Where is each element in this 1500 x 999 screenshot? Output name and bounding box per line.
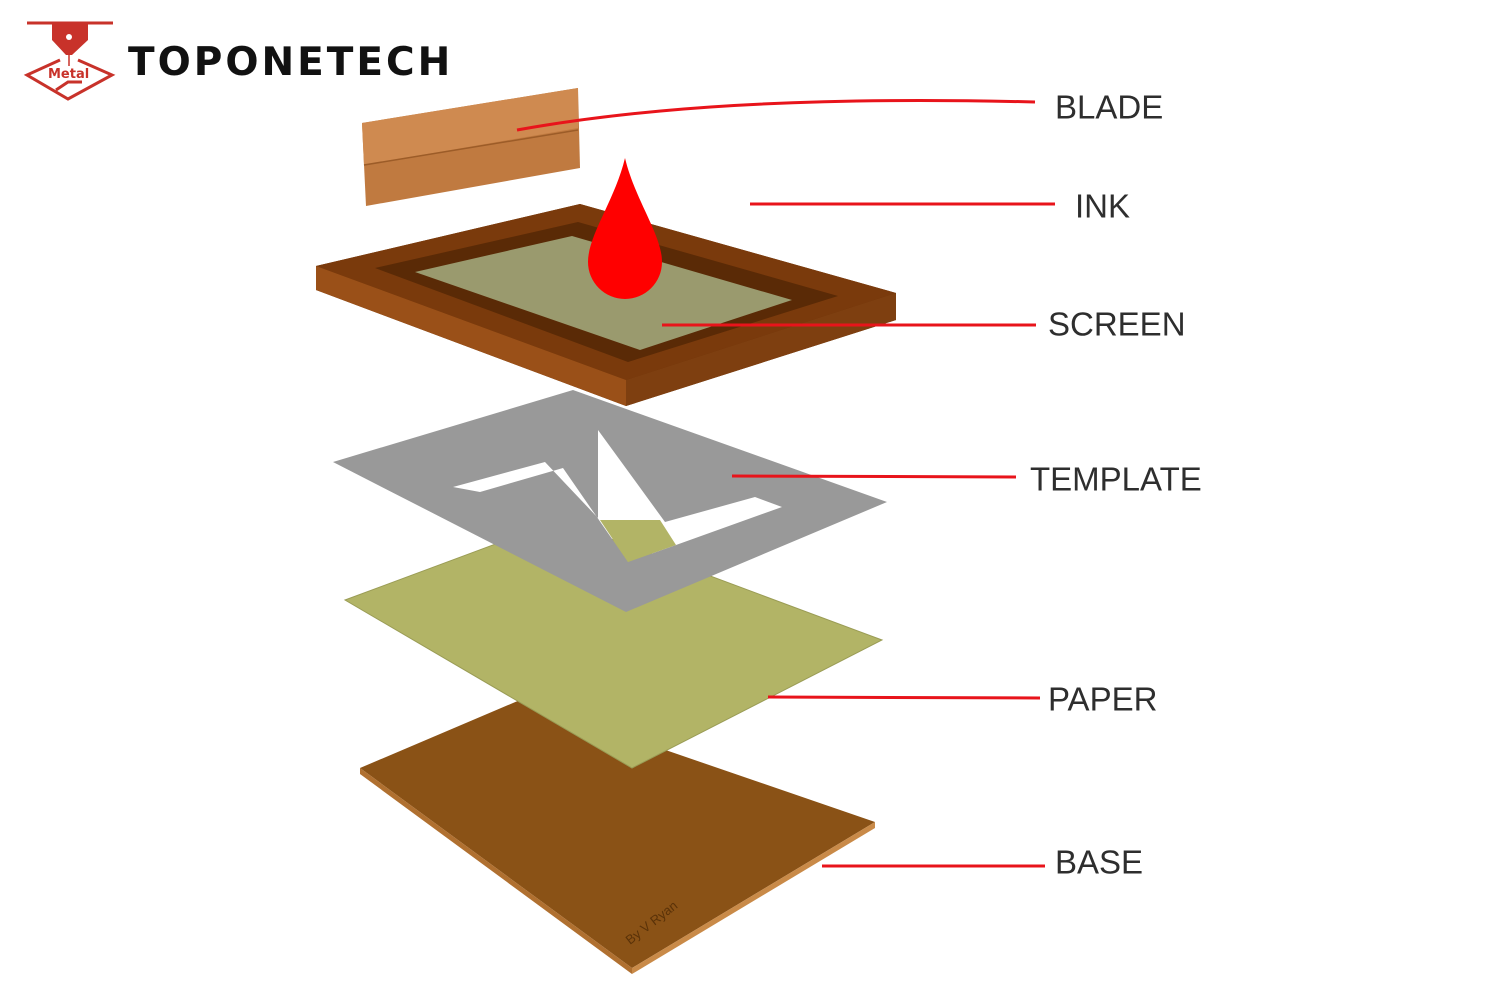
blade	[362, 88, 580, 206]
blade-leader	[516, 98, 1036, 132]
label-paper: PAPER	[1048, 680, 1158, 718]
paper-sheet	[343, 519, 884, 769]
base-board: By V Ryan	[360, 700, 875, 974]
label-base: BASE	[1055, 843, 1144, 881]
logo-icon: Metal	[23, 21, 116, 101]
ink-drop	[588, 158, 662, 299]
label-ink: INK	[1075, 187, 1131, 225]
label-template: TEMPLATE	[1030, 460, 1202, 498]
brand-name: TOPONETECH	[128, 40, 454, 85]
logo-text: Metal	[48, 67, 89, 82]
label-blade: BLADE	[1055, 88, 1164, 126]
screen-mesh	[415, 236, 792, 350]
label-screen: SCREEN	[1048, 305, 1186, 343]
leader-lines	[516, 98, 1055, 868]
template-leader	[731, 474, 1017, 479]
paper-through-stencil	[600, 520, 676, 562]
paper-leader	[767, 695, 1041, 700]
template-stencil	[333, 390, 887, 612]
